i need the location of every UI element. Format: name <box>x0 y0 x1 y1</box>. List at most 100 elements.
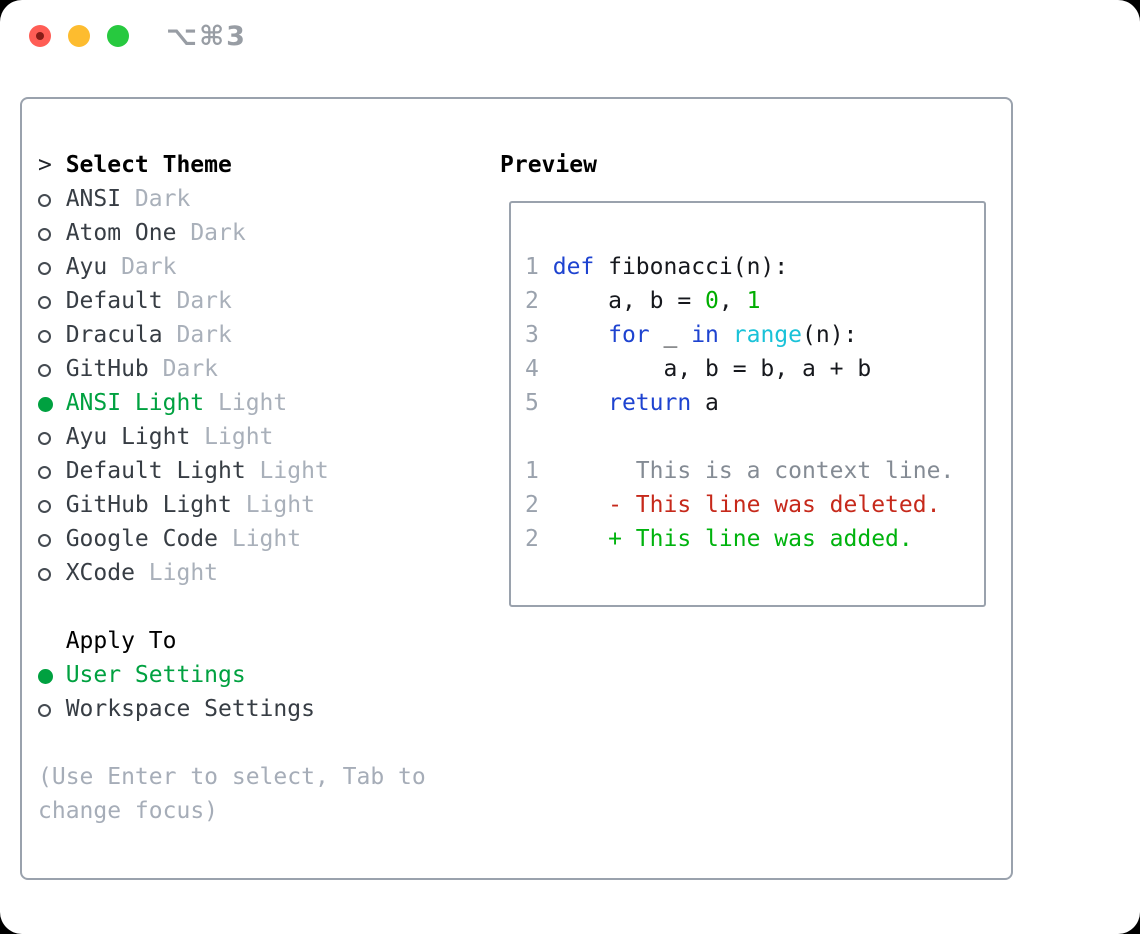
apply-to-title: Apply To <box>65 628 177 654</box>
empty-circle-icon <box>38 466 51 479</box>
theme-option-dracula[interactable]: Dracula Dark <box>38 318 329 352</box>
code-segment: for <box>608 322 650 348</box>
theme-variant-tag: Dark <box>190 220 246 246</box>
preview-box <box>509 201 986 607</box>
radio-icon <box>38 692 66 726</box>
radio-icon <box>38 182 66 216</box>
code-segment <box>539 322 608 348</box>
option-label: GitHub Light <box>65 492 232 518</box>
radio-icon <box>38 216 66 250</box>
empty-circle-icon <box>38 330 51 343</box>
apply-option-user-settings[interactable]: User Settings <box>38 658 315 692</box>
radio-icon <box>38 454 66 488</box>
radio-icon <box>38 420 66 454</box>
theme-option-default-light[interactable]: Default Light Light <box>38 454 329 488</box>
theme-option-xcode[interactable]: XCode Light <box>38 556 329 590</box>
empty-circle-icon <box>38 364 51 377</box>
empty-circle-icon <box>38 228 51 241</box>
apply-option-workspace-settings[interactable]: Workspace Settings <box>38 692 315 726</box>
filled-circle-icon <box>38 397 53 412</box>
code-segment: fibonacci(n): <box>594 254 789 280</box>
code-segment: a <box>691 390 719 416</box>
empty-circle-icon <box>38 194 51 207</box>
hint-text: (Use Enter to select, Tab to change focu… <box>38 764 426 824</box>
code-segment: a, b = b, a + b <box>663 356 872 382</box>
option-label: XCode <box>65 560 135 586</box>
cursor-prompt-icon: > <box>38 152 52 178</box>
filled-circle-icon <box>38 669 53 684</box>
minimize-button[interactable] <box>68 25 90 47</box>
code-segment: - This line was deleted. <box>608 492 941 518</box>
code-line: 4 a, b = b, a + b <box>525 352 954 386</box>
empty-circle-icon <box>38 704 51 717</box>
code-segment: range <box>732 322 803 348</box>
zoom-button[interactable] <box>107 25 129 47</box>
line-number: 3 <box>525 322 539 348</box>
theme-list-title: >Select Theme <box>38 148 329 182</box>
line-number: 1 <box>525 254 539 280</box>
code-segment <box>539 492 608 518</box>
radio-icon <box>38 556 66 590</box>
code-segment <box>539 390 608 416</box>
code-segment <box>539 288 608 314</box>
radio-icon <box>38 488 66 522</box>
option-label: Default Light <box>65 458 246 484</box>
theme-variant-tag: Dark <box>121 254 177 280</box>
theme-variant-tag: Light <box>204 424 274 450</box>
radio-icon <box>38 318 66 352</box>
theme-variant-tag: Light <box>245 492 315 518</box>
code-segment <box>539 356 664 382</box>
theme-variant-tag: Light <box>259 458 329 484</box>
code-blank-line <box>525 420 954 454</box>
code-line: 2 a, b = 0, 1 <box>525 284 954 318</box>
theme-option-github-light[interactable]: GitHub Light Light <box>38 488 329 522</box>
code-line: 1 This is a context line. <box>525 454 954 488</box>
code-line: 3 for _ in range(n): <box>525 318 954 352</box>
empty-circle-icon <box>38 534 51 547</box>
code-segment: This is a context line. <box>635 458 955 484</box>
theme-variant-tag: Dark <box>162 356 219 382</box>
line-number: 2 <box>525 492 539 518</box>
code-line: 2 - This line was deleted. <box>525 488 954 522</box>
option-label: Dracula <box>65 322 163 348</box>
code-segment <box>719 322 733 348</box>
close-button[interactable] <box>29 25 51 47</box>
theme-option-ayu[interactable]: Ayu Dark <box>38 250 329 284</box>
option-label: GitHub <box>65 356 149 382</box>
line-number: 5 <box>525 390 539 416</box>
code-segment: return <box>608 390 692 416</box>
line-number: 1 <box>525 458 539 484</box>
theme-variant-tag: Dark <box>176 322 232 348</box>
empty-circle-icon <box>38 568 51 581</box>
code-segment: def <box>552 254 595 280</box>
unsaved-dot-icon <box>36 32 44 40</box>
radio-icon <box>38 352 66 386</box>
code-segment: (n): <box>802 322 858 348</box>
code-segment: , <box>718 288 747 314</box>
theme-variant-tag: Light <box>148 560 219 586</box>
code-line: 1 def fibonacci(n): <box>525 250 954 284</box>
theme-option-github[interactable]: GitHub Dark <box>38 352 329 386</box>
radio-icon <box>38 284 66 318</box>
option-label: ANSI Light <box>65 390 205 416</box>
option-label: Ayu <box>65 254 108 280</box>
code-segment: _ <box>649 322 692 348</box>
keyboard-shortcut-label: ⌥⌘3 <box>166 21 247 52</box>
theme-variant-tag: Dark <box>176 288 232 314</box>
option-label: Workspace Settings <box>65 696 315 722</box>
line-number: 2 <box>525 288 539 314</box>
code-segment: 1 <box>746 288 761 314</box>
preview-title: Preview <box>500 152 597 178</box>
theme-variant-tag: Light <box>231 526 302 552</box>
code-segment: + This line was added. <box>608 526 913 552</box>
empty-circle-icon <box>38 262 51 275</box>
